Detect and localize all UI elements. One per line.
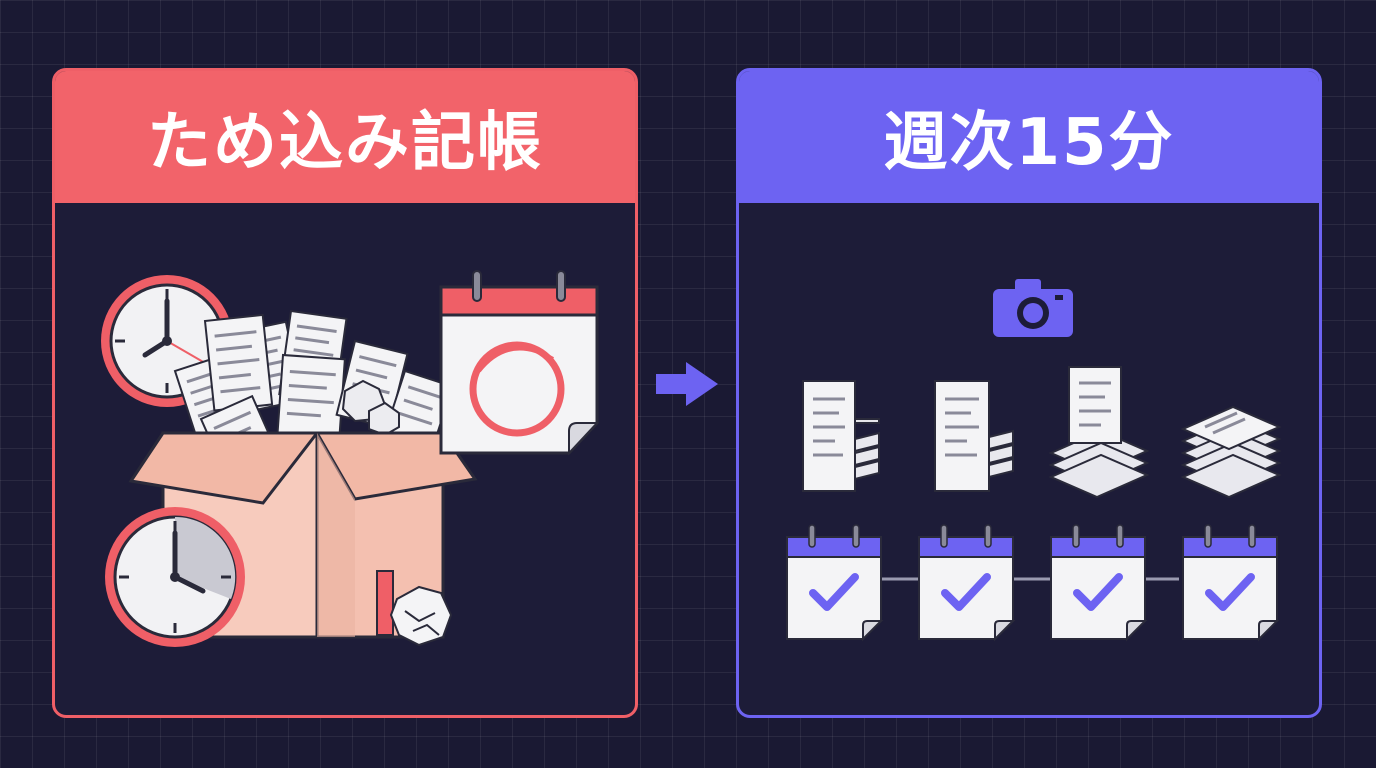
receipt-stack-icon [802, 366, 1282, 499]
right-illustration [786, 279, 1282, 642]
crumpled-paper-icon [389, 585, 453, 647]
left-panel-title: ため込み記帳 [55, 71, 635, 203]
right-panel-title: 週次15分 [739, 71, 1319, 203]
camera-icon [993, 279, 1073, 337]
right-panel: 週次15分 [736, 68, 1322, 718]
clock-icon [105, 507, 245, 647]
arrow-right-icon [656, 362, 718, 406]
calendar-icon [439, 270, 600, 456]
left-illustration [101, 270, 600, 647]
calendar-check-icon [786, 524, 1280, 642]
left-panel: ため込み記帳 [52, 68, 638, 718]
